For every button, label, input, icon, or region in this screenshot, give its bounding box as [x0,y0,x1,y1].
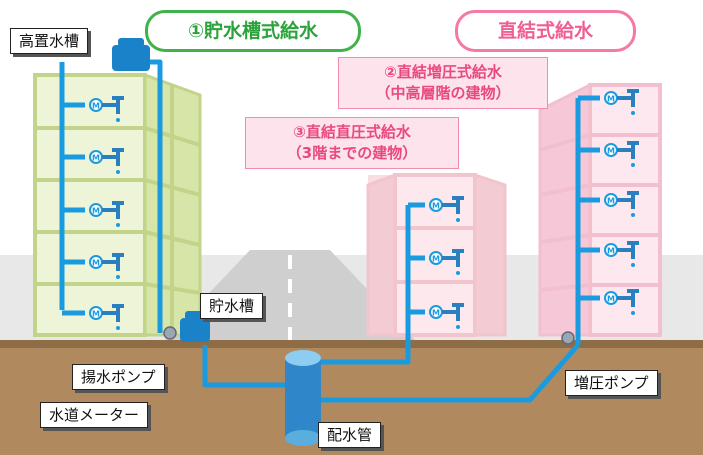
water-drop-icon [456,271,460,275]
water-meter-glyph: M [607,247,615,256]
booster-direct-callout-line2: （中高層階の建物） [375,84,511,102]
water-drop-icon [456,218,460,222]
faucet-icon [617,241,639,259]
water-meter-glyph: M [432,309,440,318]
booster-direct-callout: ②直結増圧式給水 （中高層階の建物） [338,57,548,109]
low-rise-building-side-left [366,172,397,337]
water-meter-glyph: M [92,207,100,216]
pump-label: 揚水ポンプ [72,364,165,390]
faucet-icon [442,196,464,214]
low-rise-building-side-right [473,172,507,337]
distribution-main-pipe [285,350,321,446]
faucet-icon [102,96,124,114]
water-drop-icon [116,326,120,330]
meter-faucet-7: M [429,249,464,275]
meter-faucet-9: M [604,89,639,115]
direct-pressure-callout: ③直結直圧式給水 （3階までの建物） [245,117,459,169]
water-meter-label: 水道メーター [40,402,149,428]
direct-pressure-callout-line2: （3階までの建物） [286,144,418,162]
faucet-icon [442,249,464,267]
water-drop-icon [116,275,120,279]
water-drop-icon [116,170,120,174]
faucet-icon [617,191,639,209]
booster-pump-label: 増圧ポンプ [565,370,658,396]
faucet-icon [617,141,639,159]
booster-direct-callout-line1: ②直結増圧式給水 [384,63,502,81]
water-meter-glyph: M [92,102,100,111]
water-meter-glyph: M [607,147,615,156]
floor-branches-mid [408,202,425,315]
meter-faucet-8: M [429,303,464,329]
faucet-icon [617,89,639,107]
storage-tank-system-title: ①貯水槽式給水 [145,10,361,52]
faucet-icon [102,253,124,271]
water-meter-glyph: M [607,95,615,104]
tank-building-front [33,73,147,337]
elevated-tank-icon [112,38,150,71]
water-meter-glyph: M [92,310,100,319]
fixtures: M M M M M M M M M M M M M [89,89,639,330]
water-drop-icon [116,118,120,122]
meter-faucet-10: M [604,141,639,167]
water-meter-glyph: M [92,259,100,268]
booster-riser-pipe [575,95,600,345]
meter-faucet-4: M [89,253,124,279]
storage-feed-pipe [202,345,295,388]
water-drop-icon [116,223,120,227]
water-meter-glyph: M [432,202,440,211]
main-pipe-label: 配水管 [318,422,382,448]
booster-feed-pipe [310,343,580,403]
meter-faucet-11: M [604,191,639,217]
floor-branches-left [62,102,85,316]
water-drop-icon [631,213,635,217]
meter-faucet-2: M [89,148,124,174]
direct-pressure-callout-line1: ③直結直圧式給水 [293,123,411,141]
water-drop-icon [631,311,635,315]
meter-faucet-3: M [89,201,124,227]
faucet-icon [102,304,124,322]
faucet-icon [442,303,464,321]
water-drop-icon [631,263,635,267]
water-meter-glyph: M [607,295,615,304]
water-meter-glyph: M [607,197,615,206]
water-drop-icon [456,325,460,329]
faucet-icon [617,289,639,307]
meter-faucet-13: M [604,289,639,315]
road [160,250,420,345]
water-meter-glyph: M [92,154,100,163]
water-drop-icon [631,163,635,167]
booster-pump-icon [561,331,575,345]
meter-faucet-5: M [89,304,124,330]
water-meter-glyph: M [432,255,440,264]
faucet-icon [102,201,124,219]
lift-pump-icon [163,326,177,340]
meter-faucet-12: M [604,241,639,267]
direct-system-title: 直結式給水 [455,10,636,52]
storage-tank-label: 貯水槽 [200,293,264,319]
ground-surface [0,340,703,348]
meter-faucet-1: M [89,96,124,122]
water-drop-icon [631,111,635,115]
faucet-icon [102,148,124,166]
meter-faucet-6: M [429,196,464,222]
elevated-tank-label: 高置水槽 [10,28,89,54]
